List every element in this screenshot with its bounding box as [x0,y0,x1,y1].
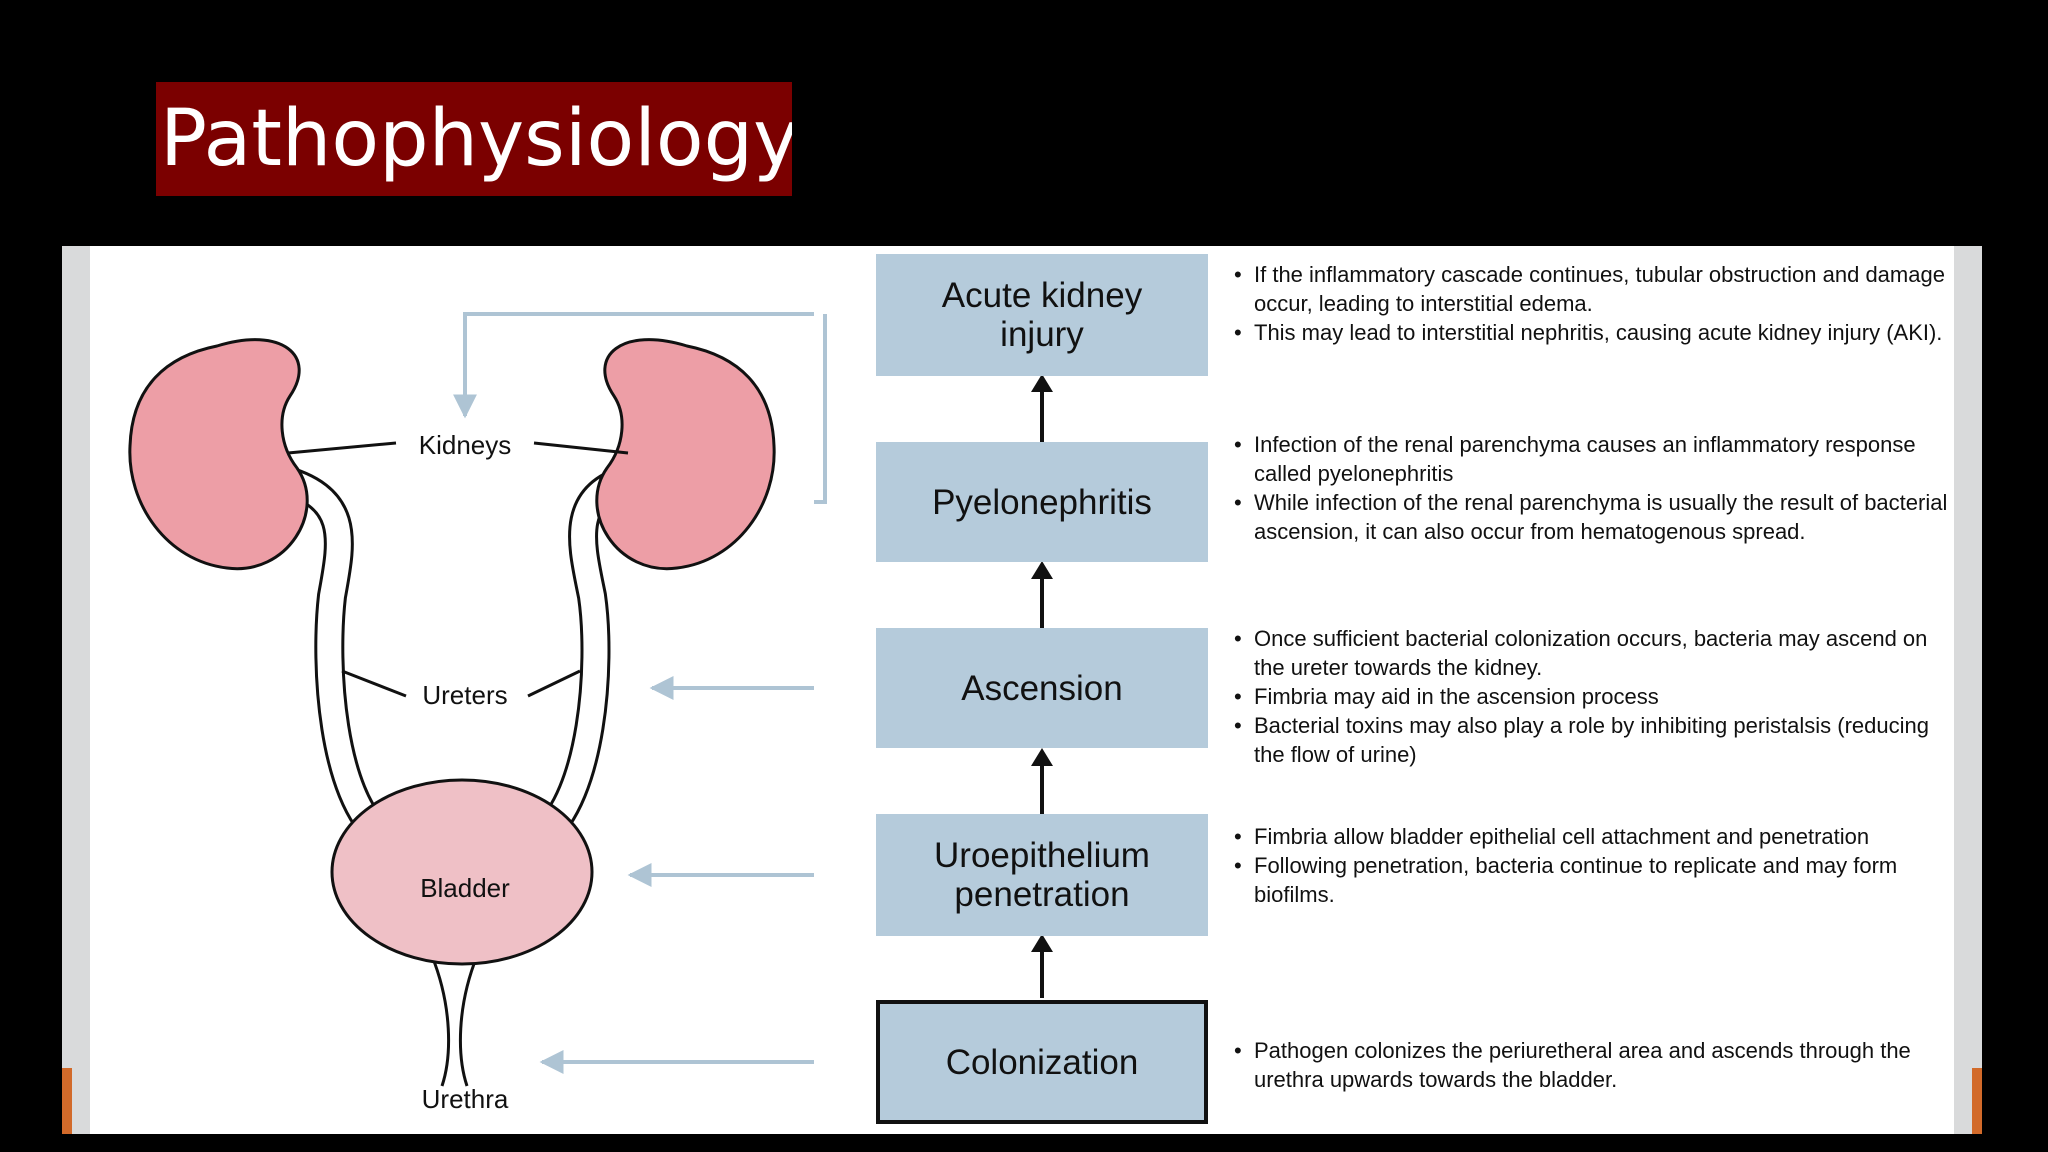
label-ureters: Ureters [422,680,507,710]
up-arrow-icon [1031,748,1053,816]
anatomy-leader-lines [287,441,629,698]
bullet-item: While infection of the renal parenchyma … [1234,488,1964,546]
bullets-ascension: Once sufficient bacterial colonization o… [1234,624,1964,769]
bullets-pyelonephritis: Infection of the renal parenchyma causes… [1234,430,1964,546]
label-bladder: Bladder [420,873,510,903]
bullets-uroepithelium-penetration: Fimbria allow bladder epithelial cell at… [1234,822,1964,909]
bullet-item: Pathogen colonizes the periuretheral are… [1234,1036,1964,1094]
bullet-item: This may lead to interstitial nephritis,… [1234,318,1964,347]
stage-box-ascension: Ascension [876,628,1208,748]
stage-to-anatomy-connectors [453,312,827,1074]
panel-right-accent [1972,1068,1982,1134]
panel-left-accent [62,1068,72,1134]
bullets-colonization: Pathogen colonizes the periuretheral are… [1234,1036,1964,1094]
stage-box-pyelonephritis: Pyelonephritis [876,442,1208,562]
panel-left-border [62,246,90,1134]
slide-title: Pathophysiology [156,82,792,196]
stage-progression-arrows [1031,374,1053,998]
bullet-item: Once sufficient bacterial colonization o… [1234,624,1964,682]
up-arrow-icon [1031,934,1053,998]
up-arrow-icon [1031,374,1053,442]
stage-box-uroepithelium-penetration: Uroepithelium penetration [876,814,1208,936]
bullet-item: Following penetration, bacteria continue… [1234,851,1964,909]
bullet-item: Fimbria allow bladder epithelial cell at… [1234,822,1964,851]
urethra-shape [430,955,479,1087]
right-kidney-shape [595,338,776,571]
label-kidneys: Kidneys [419,430,512,460]
bladder-shape [330,778,594,966]
left-kidney-shape [128,338,309,571]
stage-box-colonization: Colonization [876,1000,1208,1124]
bullets-acute-kidney-injury: If the inflammatory cascade continues, t… [1234,260,1964,347]
bullet-item: Infection of the renal parenchyma causes… [1234,430,1964,488]
label-urethra: Urethra [422,1084,509,1114]
ureters-shape [262,463,647,851]
bullet-item: Bacterial toxins may also play a role by… [1234,711,1964,769]
pathophysiology-figure: Kidneys Ureters Bladder Urethra [62,246,1982,1134]
bullet-item: If the inflammatory cascade continues, t… [1234,260,1964,318]
bullet-item: Fimbria may aid in the ascension process [1234,682,1964,711]
urinary-tract-diagram: Kidneys Ureters Bladder Urethra [128,312,1053,1114]
stage-box-acute-kidney-injury: Acute kidney injury [876,254,1208,376]
up-arrow-icon [1031,561,1053,629]
